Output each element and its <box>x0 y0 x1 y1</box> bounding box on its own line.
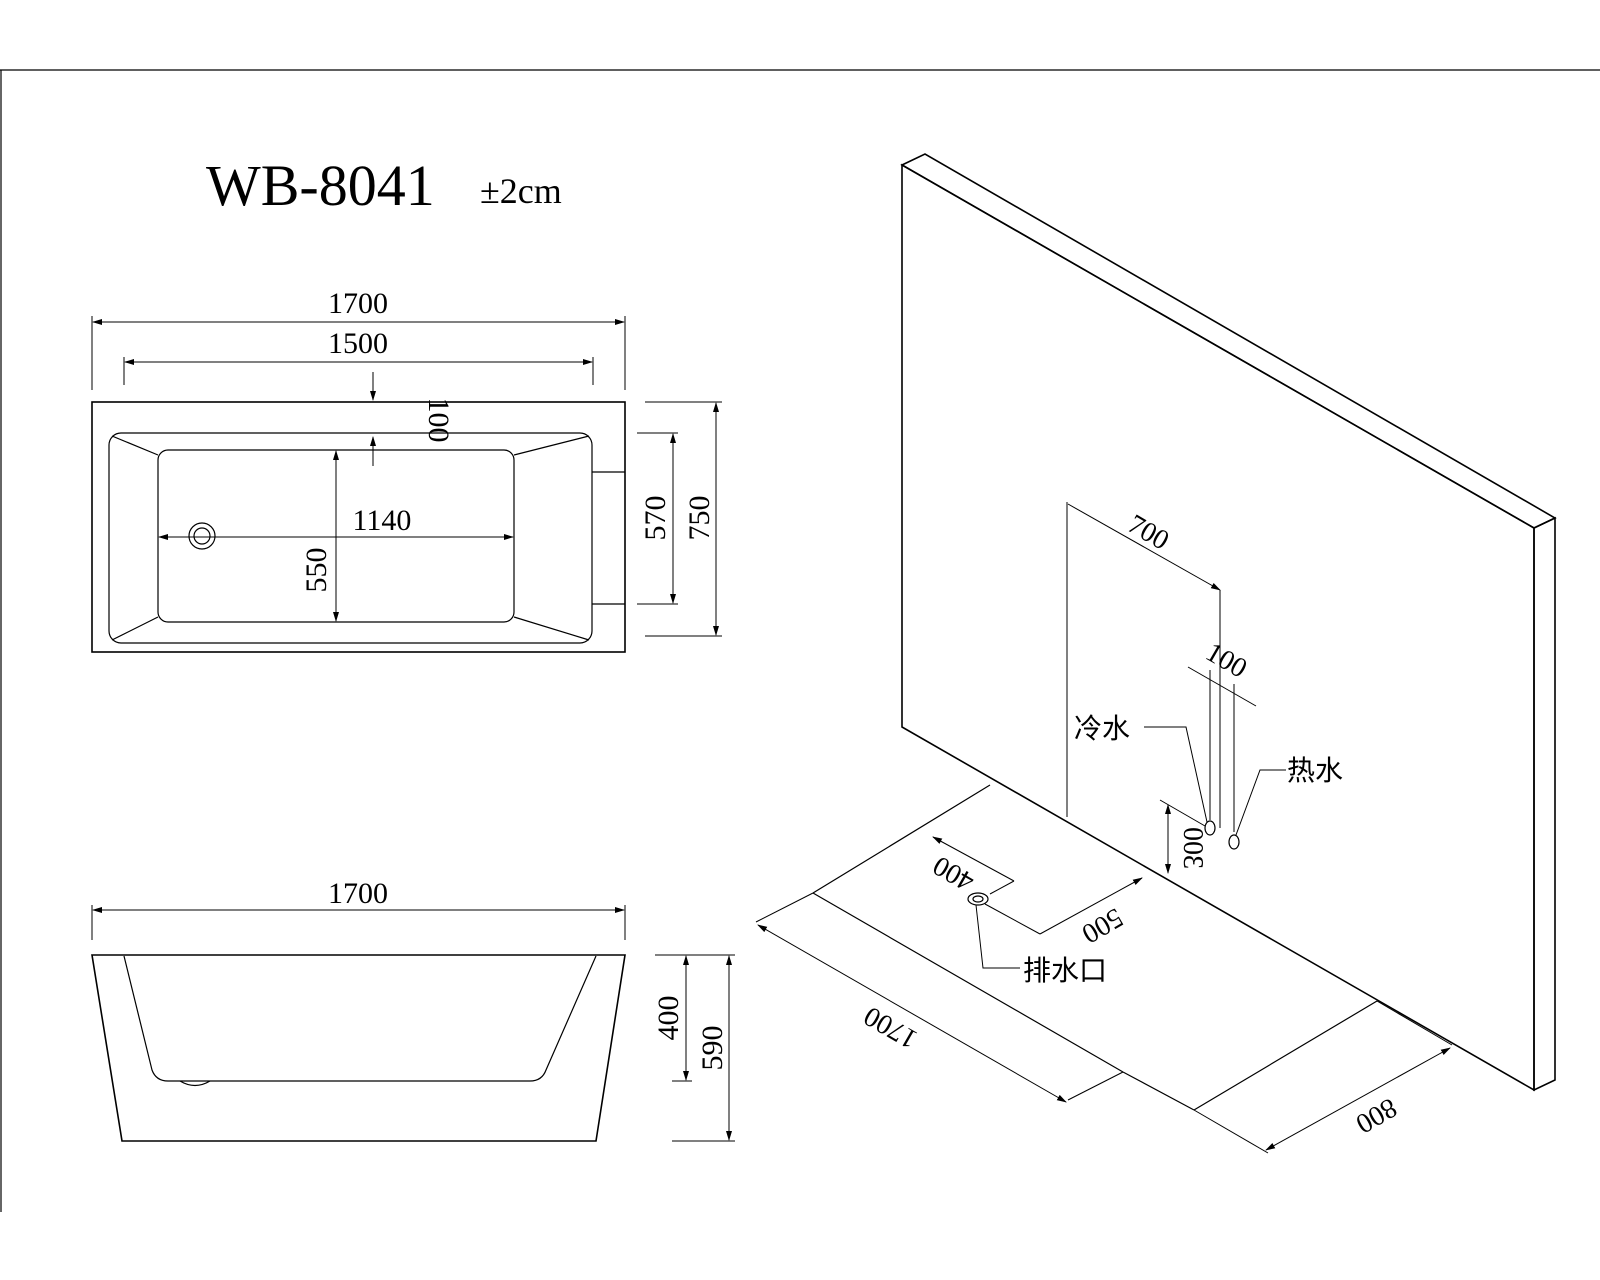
hot-water-outlet <box>1228 834 1240 850</box>
dim-supply-height: 300 <box>1177 827 1208 869</box>
install-view: 1700 800 700 100 冷水 热水 300 <box>755 153 1557 1154</box>
drain-label: 排水口 <box>1023 954 1107 987</box>
dim-side-inner-depth: 400 <box>652 996 685 1041</box>
dim-top-inner-width: 570 <box>639 496 672 541</box>
top-view-inner-rim <box>108 432 593 644</box>
dim-side-overall-height: 590 <box>696 1026 729 1071</box>
dim-supply-offset: 700 <box>1122 509 1174 557</box>
dim-drain-offset-y: 500 <box>1076 901 1128 949</box>
dim-supply-spacing: 100 <box>1200 637 1252 685</box>
dim-top-overall-length: 1700 <box>328 287 388 320</box>
cold-water-outlet <box>1204 820 1216 836</box>
side-view: 1700 400 590 <box>91 877 735 1142</box>
sheet-border <box>0 69 1600 1212</box>
wall-side-face <box>1533 516 1556 1092</box>
dim-top-inner-length: 1500 <box>328 327 388 360</box>
dim-top-rim-width: 100 <box>422 398 455 443</box>
drain-outlet <box>967 892 989 906</box>
tolerance-label: ±2cm <box>480 171 562 211</box>
dim-top-overall-width: 750 <box>683 496 716 541</box>
top-view-outline <box>91 401 626 653</box>
dim-top-basin-width: 550 <box>300 548 333 593</box>
dim-drain-offset-x: 400 <box>928 849 980 897</box>
top-view: 1700 1500 100 1140 550 570 750 <box>91 287 722 653</box>
side-view-basin <box>123 955 597 1082</box>
dim-side-overall-length: 1700 <box>328 877 388 910</box>
top-view-drain <box>188 522 216 550</box>
side-view-outline <box>91 954 626 1142</box>
hot-water-label: 热水 <box>1287 754 1343 787</box>
dim-top-basin-length: 1140 <box>353 504 412 537</box>
cold-water-label: 冷水 <box>1074 712 1130 745</box>
wall-front-face <box>901 163 1535 1092</box>
model-title: WB-8041 <box>206 153 435 218</box>
dim-floor-length: 1700 <box>859 1000 923 1055</box>
wall-top-face <box>900 153 1557 529</box>
